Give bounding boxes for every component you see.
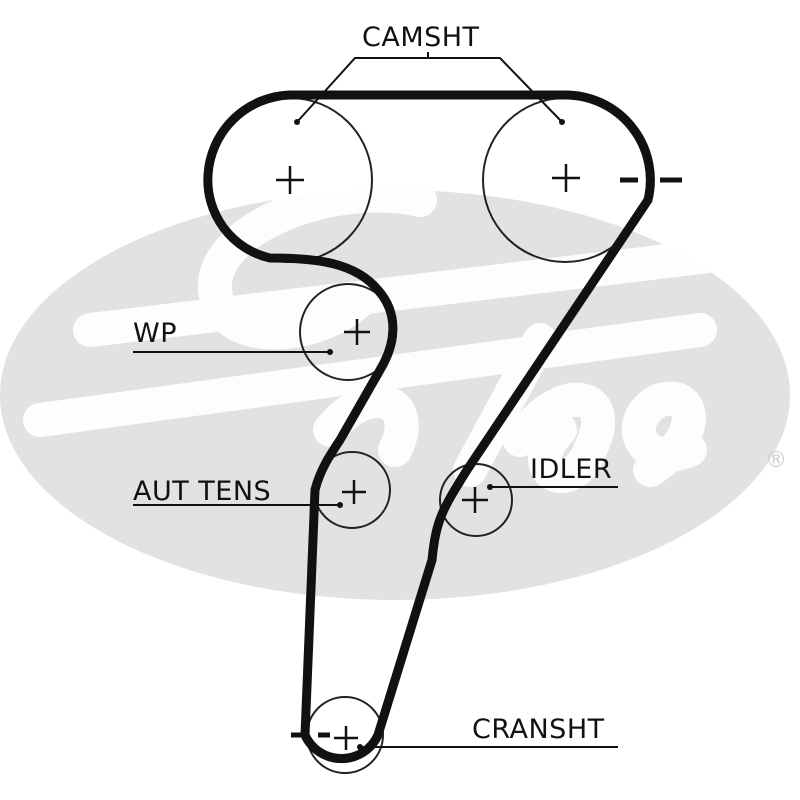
camshaft-left-center-mark [276, 166, 304, 194]
registered-mark: ® [765, 448, 787, 473]
idler-center-mark [462, 487, 488, 513]
camshaft-label: CAMSHT [362, 22, 480, 53]
crankshaft-center-mark [334, 726, 358, 750]
center-marks [276, 164, 580, 750]
camshaft-right-center-mark [552, 164, 580, 192]
timing-belt [203, 90, 655, 764]
crankshaft-label: CRANSHT [472, 714, 605, 745]
leader-lines [133, 52, 618, 748]
auto-tensioner-center-mark [342, 480, 366, 504]
water-pump-center-mark [344, 319, 370, 345]
water-pump-label: WP [133, 318, 177, 349]
idler-label: IDLER [530, 454, 613, 485]
watermark-lettering [23, 178, 777, 494]
auto-tensioner-label: AUT TENS [133, 476, 272, 507]
timing-marks [291, 177, 682, 738]
gates-watermark [0, 178, 790, 600]
